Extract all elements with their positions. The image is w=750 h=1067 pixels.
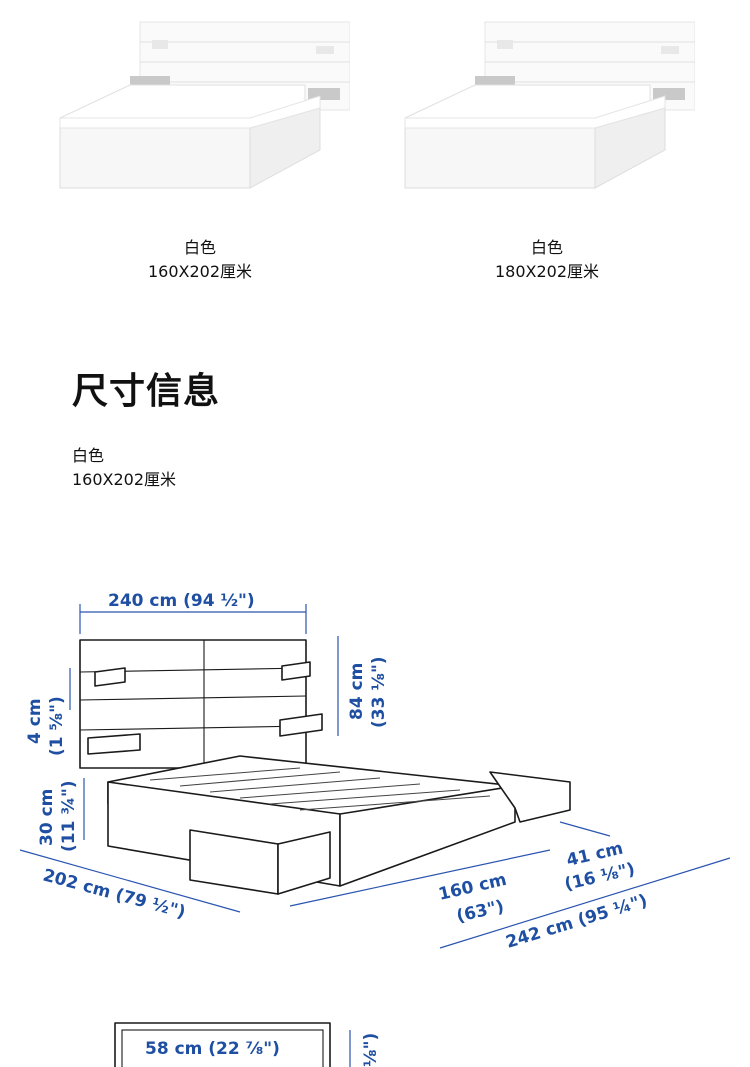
spec-size: 160X202厘米 bbox=[72, 470, 177, 489]
dim-shelf-width: 58 cm (22 ⅞") bbox=[145, 1039, 280, 1059]
dim-shelf-partial: ⅛") bbox=[361, 1033, 381, 1067]
dim-frame-height: 30 cm bbox=[37, 789, 57, 846]
headboard-drawing bbox=[79, 639, 323, 769]
product-color: 白色 bbox=[530, 238, 563, 257]
dim-headboard-width: 240 cm (94 ½") bbox=[108, 591, 255, 611]
dimension-diagram: 240 cm (94 ½") 84 cm (33 ⅛") 4 cm (1 ⅝")… bbox=[19, 591, 731, 1067]
bed-frame-drawing bbox=[107, 755, 571, 895]
bed-illustration bbox=[404, 21, 695, 189]
product-size: 160X202厘米 bbox=[147, 262, 253, 281]
product-caption-1: 白色 160X202厘米 bbox=[80, 236, 320, 284]
dim-mattress-width-in: (63") bbox=[455, 897, 506, 927]
spec-info: 白色 160X202厘米 bbox=[72, 444, 176, 492]
product-size: 180X202厘米 bbox=[494, 262, 600, 281]
shelf-diagram-partial: 58 cm (22 ⅞") ⅛") bbox=[114, 1022, 381, 1067]
spec-color: 白色 bbox=[72, 446, 105, 465]
dim-shelf-height: 4 cm bbox=[25, 698, 45, 744]
dim-frame-height-in: (11 ¾") bbox=[59, 780, 79, 852]
bed-illustration bbox=[59, 21, 350, 189]
dim-length: 202 cm (79 ½") bbox=[41, 866, 188, 923]
product-color: 白色 bbox=[183, 238, 216, 257]
dimension-lines bbox=[19, 604, 731, 949]
dim-headboard-height-in: (33 ⅛") bbox=[369, 656, 389, 728]
dim-headboard-height: 84 cm bbox=[347, 663, 367, 720]
product-image-160[interactable] bbox=[50, 0, 350, 200]
section-title: 尺寸信息 bbox=[72, 371, 221, 412]
product-image-180[interactable] bbox=[395, 0, 695, 200]
dim-shelf-height-in: (1 ⅝") bbox=[47, 696, 67, 756]
product-caption-2: 白色 180X202厘米 bbox=[427, 236, 667, 284]
